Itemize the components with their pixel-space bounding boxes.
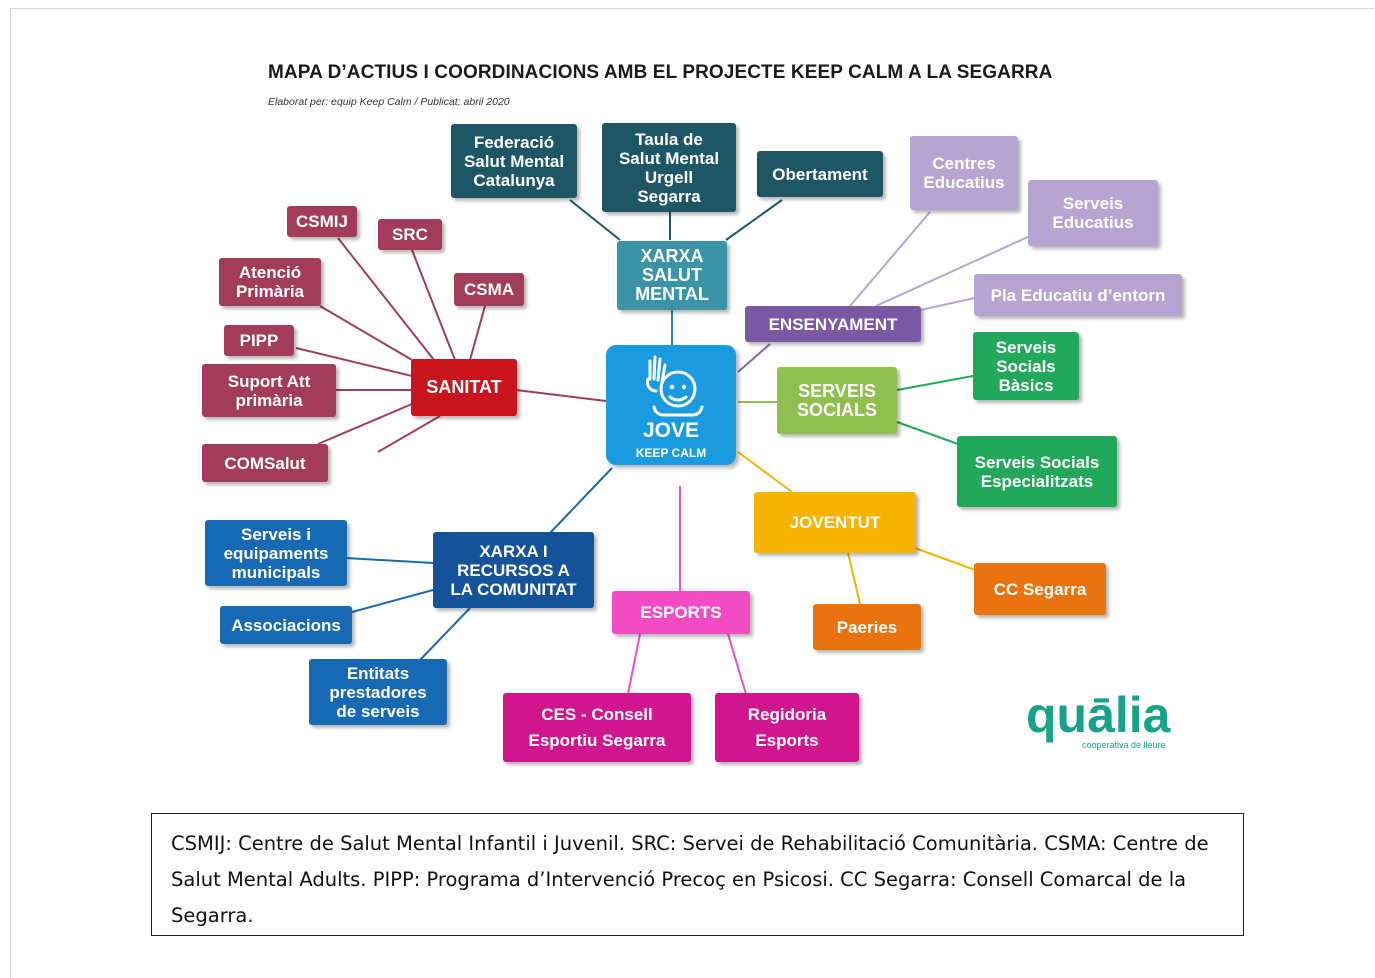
- node-csma: CSMA: [454, 273, 524, 306]
- connector-line: [569, 199, 621, 241]
- node-csmij: CSMIJ: [287, 206, 357, 237]
- node-pla-educatiu: Pla Educatiu d’entorn: [974, 274, 1182, 316]
- diagram-subtitle: Elaborat per: equip Keep Calm / Publicat…: [268, 96, 510, 108]
- node-pipp: PIPP: [224, 325, 294, 356]
- node-cc-segarra: CC Segarra: [974, 563, 1106, 615]
- node-atencio-primaria: Atenció Primària: [219, 258, 321, 306]
- footnote-box: CSMIJ: Centre de Salut Mental Infantil i…: [151, 813, 1244, 936]
- node-ensenyament: ENSENYAMENT: [745, 306, 921, 342]
- node-associacions: Associacions: [220, 606, 352, 644]
- connector-line: [317, 403, 413, 445]
- connector-line: [411, 249, 456, 361]
- connector-line: [847, 552, 861, 605]
- node-serveis-educatius: Serveis Educatius: [1028, 180, 1158, 246]
- node-sanitat: SANITAT: [411, 359, 517, 416]
- connector-line: [515, 389, 607, 402]
- logo-tagline: cooperativa de lleure: [1082, 740, 1166, 750]
- node-esports: ESPORTS: [612, 591, 750, 634]
- node-paeries: Paeries: [813, 604, 921, 650]
- connector-line: [896, 421, 959, 445]
- connector-line: [919, 297, 976, 311]
- connector-line: [549, 467, 613, 534]
- node-serveis-socials-especialitzats: Serveis Socials Especialitzats: [957, 436, 1117, 507]
- center-label: JOVE: [642, 419, 700, 442]
- node-comsalut: COMSalut: [202, 444, 328, 482]
- node-entitats-prestadores: Entitats prestadores de serveis: [309, 659, 447, 725]
- connector-line: [345, 557, 434, 564]
- node-serveis-equipaments-municipals: Serveis i equipaments municipals: [205, 520, 347, 586]
- connector-line: [319, 305, 413, 361]
- node-federacio-salut-mental: Federació Salut Mental Catalunya: [451, 124, 577, 198]
- connector-line: [737, 343, 771, 373]
- connector-line: [725, 199, 783, 241]
- connector-line: [337, 237, 435, 361]
- node-joventut: JOVENTUT: [754, 492, 916, 553]
- center-sublabel: KEEP CALM: [635, 446, 707, 460]
- connector-line: [875, 235, 1031, 307]
- connector-line: [419, 607, 471, 661]
- qualia-logo: quālia cooperativa de lleure: [1026, 686, 1196, 756]
- connector-line: [627, 633, 641, 695]
- connector-line: [377, 415, 441, 453]
- connector-line: [896, 375, 974, 391]
- node-obertament: Obertament: [757, 151, 883, 197]
- connector-line: [295, 347, 413, 377]
- connector-line: [914, 547, 976, 571]
- node-src: SRC: [378, 219, 442, 250]
- node-suport-att-primaria: Suport Att primària: [202, 364, 336, 417]
- node-taula-salut-mental: Taula de Salut Mental Urgell Segarra: [602, 123, 736, 212]
- node-ces-consell-esportiu: CES - Consell Esportiu Segarra: [503, 693, 691, 762]
- node-regidoria-esports: Regidoria Esports: [715, 693, 859, 762]
- center-node-jove: JOVE KEEP CALM: [606, 345, 736, 465]
- node-serveis-socials-basics: Serveis Socials Bàsics: [973, 332, 1079, 400]
- connector-line: [849, 211, 931, 307]
- connector-line: [469, 305, 486, 361]
- connector-line: [737, 451, 793, 493]
- node-centres-educatius: Centres Educatius: [910, 136, 1018, 210]
- logo-wordmark: quālia: [1026, 687, 1171, 743]
- connector-line: [351, 589, 434, 613]
- connector-line: [727, 633, 747, 695]
- diagram-title: MAPA D’ACTIUS I COORDINACIONS AMB EL PRO…: [268, 62, 1053, 83]
- node-xarxa-recursos-comunitat: XARXA I RECURSOS A LA COMUNITAT: [433, 532, 594, 608]
- waving-person-icon: [646, 355, 704, 417]
- node-xarxa-salut-mental: XARXA SALUT MENTAL: [617, 241, 727, 310]
- node-serveis-socials: SERVEIS SOCIALS: [777, 367, 897, 434]
